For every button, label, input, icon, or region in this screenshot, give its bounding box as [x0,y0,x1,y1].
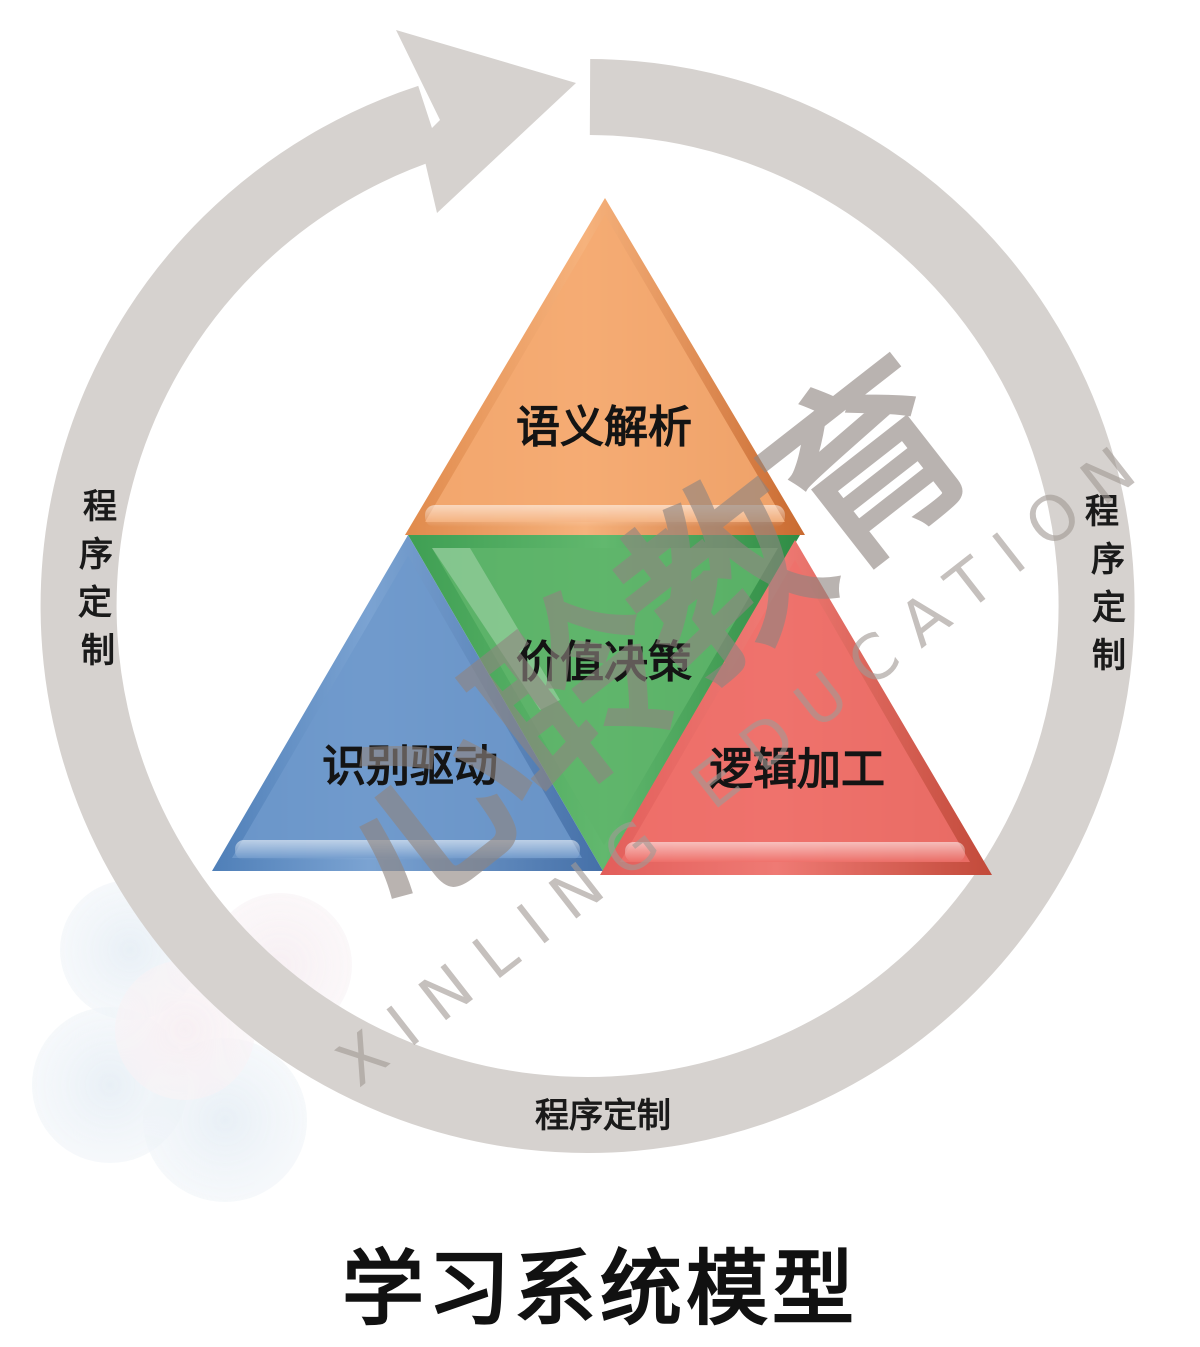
svg-text:程: 程 [83,487,117,527]
cycle-label-right: 程 序 定 制 [1085,492,1126,676]
triangle-right-logic-processing [600,540,992,875]
label-logic-processing: 逻辑加工 [709,744,885,795]
svg-text:序: 序 [1091,540,1125,580]
svg-text:定: 定 [78,583,112,623]
triangle-top-semantic-parsing [405,198,805,535]
label-value-decision: 价值决策 [516,637,692,688]
cycle-ring [40,30,1135,1153]
svg-text:定: 定 [1092,588,1126,628]
triangle-center-value-decision [408,535,800,871]
svg-text:制: 制 [1092,636,1126,676]
cycle-label-bottom: 程序定制 [535,1096,671,1136]
diagram-title: 学习系统模型 [341,1242,858,1337]
cycle-arrow-head-icon [396,30,576,213]
svg-text:序: 序 [79,535,113,575]
label-semantic-parsing: 语义解析 [516,402,692,453]
svg-text:程: 程 [1085,492,1119,532]
cycle-label-left: 程 序 定 制 [78,487,117,671]
label-recognition-drive: 识别驱动 [322,741,498,792]
triangle-left-recognition-drive [212,535,603,871]
svg-text:制: 制 [81,631,115,671]
